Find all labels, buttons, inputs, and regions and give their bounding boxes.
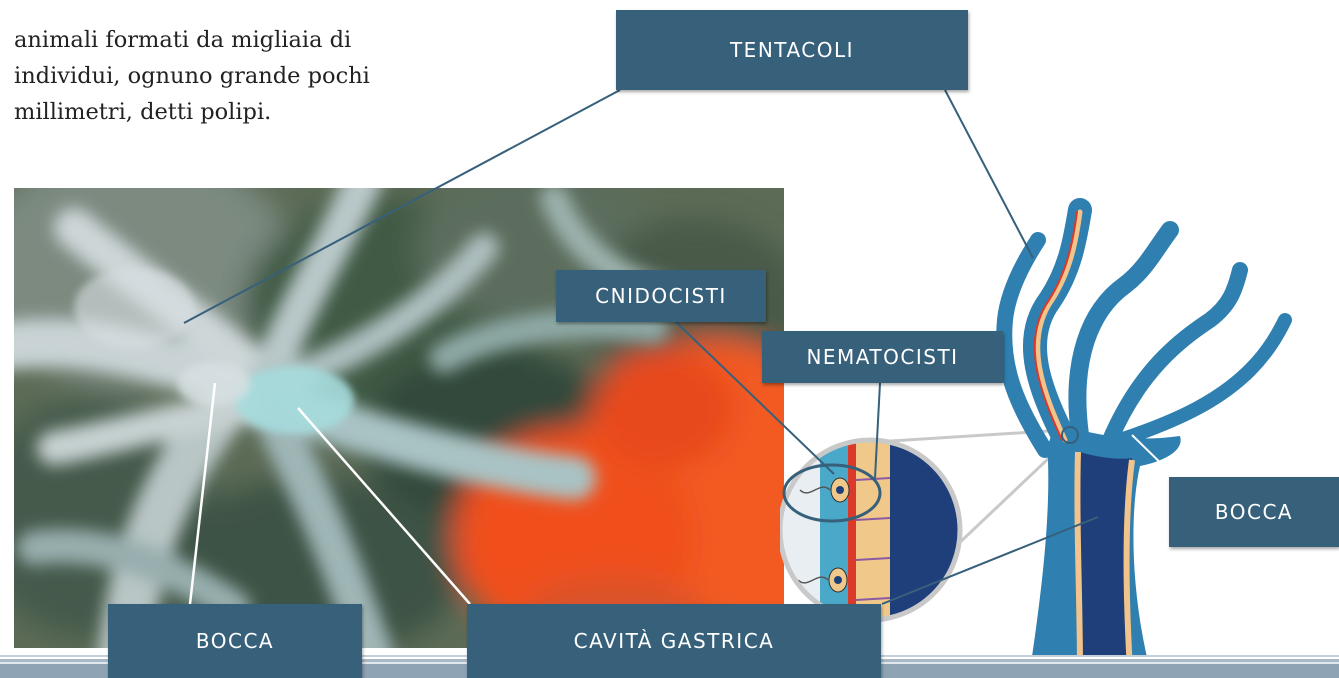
intro-line-0 [14,0,344,22]
label-tentacoli: TENTACOLI [616,10,968,90]
label-cavita-gastrica: CAVITÀ GASTRICA [467,604,881,678]
coral-polyp-photo [14,188,784,648]
polyp-anatomy-graphic [780,190,1339,660]
polyp-anatomy-illustration [780,190,1339,660]
intro-line-2: individui, ognuno grande pochi [14,58,344,94]
label-nematocisti: NEMATOCISTI [762,331,1003,383]
label-cnidocisti: CNIDOCISTI [556,270,766,322]
intro-line-3: millimetri, detti polipi. [14,94,344,130]
label-bocca-diagram: BOCCA [1169,477,1339,547]
intro-line-1: animali formati da migliaia di [14,22,344,58]
label-bocca-photo: BOCCA [108,604,362,678]
intro-text: animali formati da migliaia di individui… [14,0,344,130]
coral-photo-graphic [14,188,784,648]
